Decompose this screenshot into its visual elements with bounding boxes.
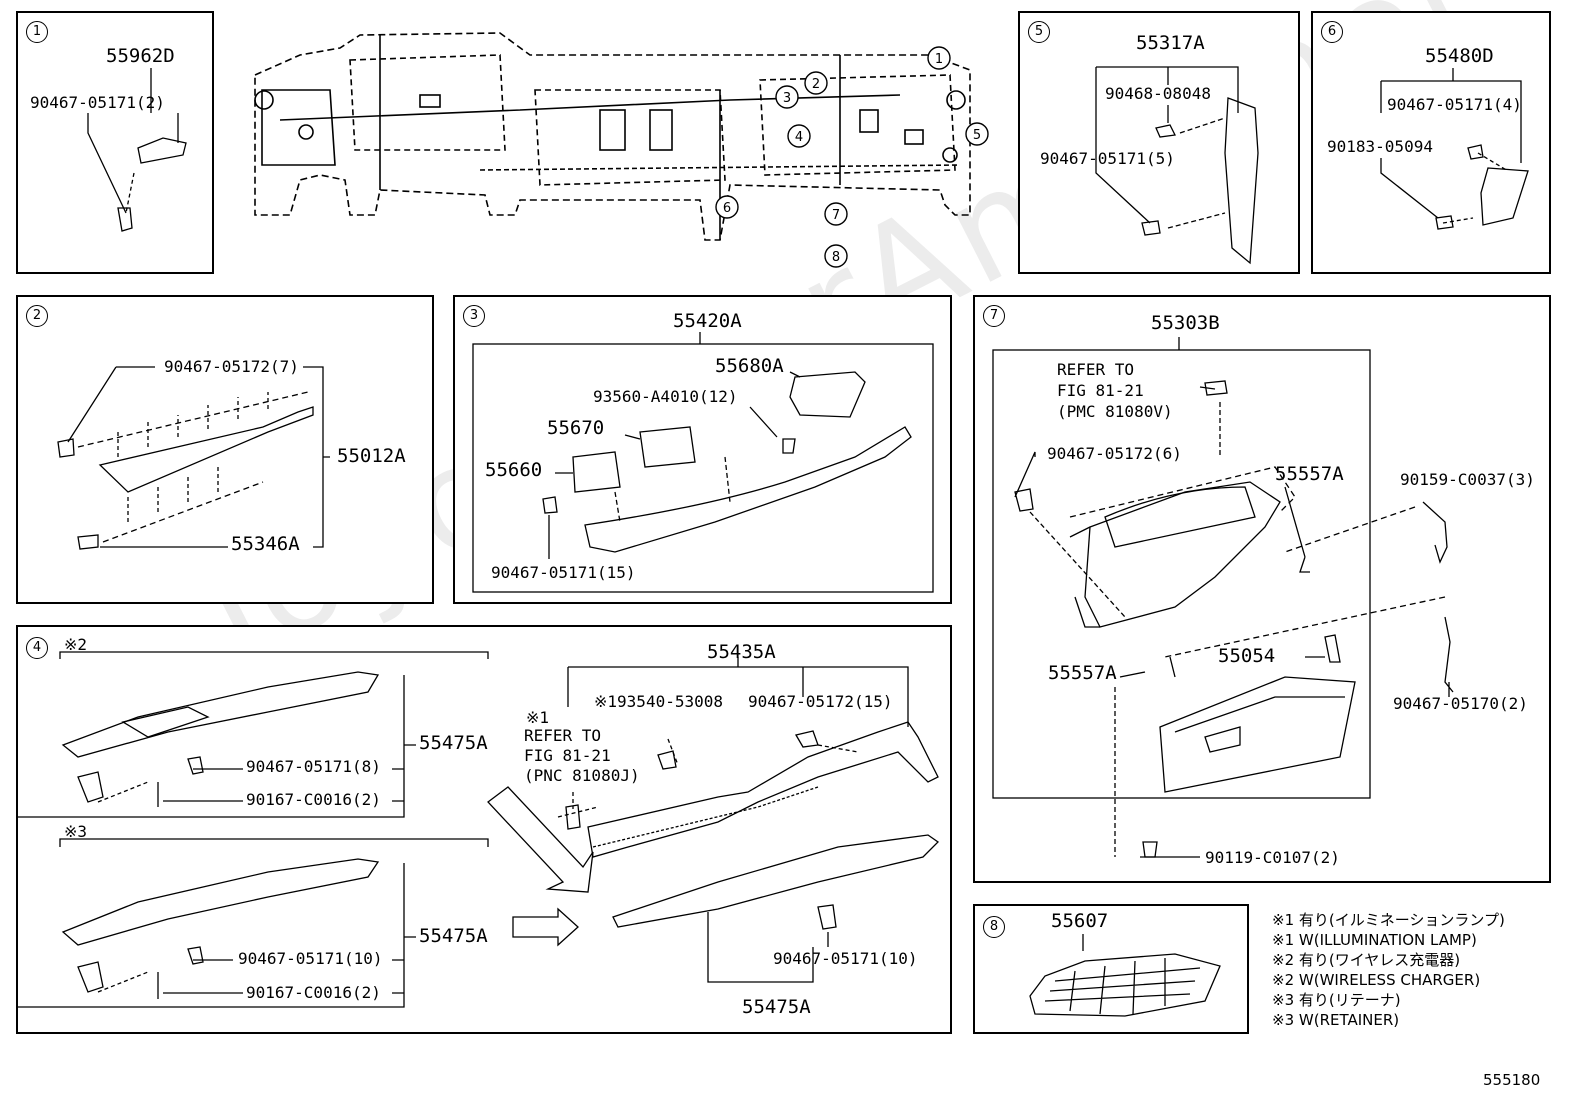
- assembly-label: 55420A: [673, 310, 742, 332]
- assembly-label: 55435A: [707, 641, 776, 663]
- part-label: 55317A: [1136, 32, 1205, 54]
- note-2: ※1 W(ILLUMINATION LAMP): [1272, 931, 1477, 949]
- clip-label-1: 93560-A4010(12): [593, 387, 738, 406]
- callout-1: 1: [935, 52, 943, 67]
- panel-3: 3 55420A 55680A 93560-A4010(12) 55670 55…: [453, 295, 952, 604]
- clip-label-5: ※193540-53008: [594, 692, 723, 711]
- part-label-3: 55475A: [742, 996, 811, 1018]
- panel-3-drawing: [472, 332, 934, 593]
- panel-2-drawing: [57, 366, 330, 550]
- part-label-3: 55054: [1218, 645, 1276, 667]
- note-6: ※3 W(RETAINER): [1272, 1011, 1400, 1029]
- panel-8: 8 55607: [973, 904, 1249, 1034]
- clip-label-2: 90467-05171(5): [1040, 149, 1175, 168]
- note-4: ※2 W(WIRELESS CHARGER): [1272, 971, 1481, 989]
- clip-label-3: 90467-05170(2): [1393, 694, 1528, 713]
- marker-2: ※2: [64, 635, 88, 654]
- refer-line-3: (PNC 81080J): [524, 766, 640, 785]
- part-label-3: 55660: [485, 459, 543, 481]
- panel-5-drawing: [1095, 66, 1259, 265]
- clip-label-1: 90467-05171(4): [1387, 95, 1522, 114]
- panel-7-drawing: [992, 337, 1454, 858]
- panel-8-drawing: [1029, 934, 1221, 1017]
- panel-number: 4: [26, 637, 48, 659]
- part-label-2: 55346A: [231, 533, 300, 555]
- note-3: ※2 有り(ワイヤレス充電器): [1272, 951, 1461, 969]
- marker-1: ※1: [526, 708, 550, 727]
- clip-label-4: 90167-C0016(2): [246, 983, 381, 1002]
- figure-code: 555180: [1483, 1071, 1541, 1089]
- panel-4: 4 ※2 ※3 55475A 90467-05171(8) 90167-C001…: [16, 625, 952, 1034]
- panel-number: 1: [26, 21, 48, 43]
- panel-6-drawing: [1380, 68, 1529, 230]
- part-label-1: 55475A: [419, 732, 488, 754]
- clip-label-1: 90467-05172(7): [164, 357, 299, 376]
- clip-label: 90467-05171(2): [30, 93, 165, 112]
- panel-number: 3: [463, 305, 485, 327]
- refer-line-2: FIG 81-21: [524, 746, 611, 765]
- callout-7: 7: [832, 208, 840, 223]
- part-label-1: 55557A: [1275, 463, 1344, 485]
- callout-2: 2: [812, 77, 820, 92]
- callout-4: 4: [795, 130, 803, 145]
- callout-3: 3: [783, 91, 791, 106]
- panel-number: 6: [1321, 21, 1343, 43]
- panel-number: 5: [1028, 21, 1050, 43]
- note-5: ※3 有り(リテーナ): [1272, 991, 1401, 1009]
- clip-label-1: 90467-05171(8): [246, 757, 381, 776]
- clip-label-1: 90467-05172(6): [1047, 444, 1182, 463]
- part-label: 55607: [1051, 910, 1109, 932]
- part-label-2: 55557A: [1048, 662, 1117, 684]
- part-label-2: 55670: [547, 417, 605, 439]
- clip-label-4: 90119-C0107(2): [1205, 848, 1340, 867]
- callout-8: 8: [832, 250, 840, 265]
- clip-label-2: 90467-05171(15): [491, 563, 636, 582]
- clip-label-3: 90467-05171(10): [238, 949, 383, 968]
- panel-number: 2: [26, 305, 48, 327]
- clip-label-2: 90167-C0016(2): [246, 790, 381, 809]
- part-label: 55012A: [337, 445, 406, 467]
- marker-3: ※3: [64, 822, 88, 841]
- note-1: ※1 有り(イルミネーションランプ): [1272, 911, 1505, 929]
- refer-line-2: FIG 81-21: [1057, 381, 1144, 400]
- refer-line-1: REFER TO: [524, 726, 602, 745]
- panel-7: 7 55303B REFER TO FIG 81-21 (PMC 81080V)…: [973, 295, 1551, 883]
- part-label: 55480D: [1425, 45, 1494, 67]
- refer-line-3: (PMC 81080V): [1057, 402, 1173, 421]
- panel-1: 1 55962D 90467-05171(2): [16, 11, 214, 274]
- clip-label-7: 90467-05171(10): [773, 949, 918, 968]
- callout-5: 5: [973, 128, 981, 143]
- clip-label-1: 90468-08048: [1105, 84, 1211, 103]
- panel-5: 5 55317A 90468-08048 90467-05171(5): [1018, 11, 1300, 274]
- panel-number: 7: [983, 305, 1005, 327]
- panel-number: 8: [983, 916, 1005, 938]
- part-label: 55962D: [106, 45, 175, 67]
- clip-label-2: 90183-05094: [1327, 137, 1433, 156]
- clip-label-6: 90467-05172(15): [748, 692, 893, 711]
- part-label-2: 55475A: [419, 925, 488, 947]
- panel-1-drawing: [87, 68, 187, 232]
- part-label-1: 55680A: [715, 355, 784, 377]
- panel-6: 6 55480D 90467-05171(4) 90183-05094: [1311, 11, 1551, 274]
- panel-2: 2 90467-05172(7) 55012A 55346A: [16, 295, 434, 604]
- clip-label-2: 90159-C0037(3): [1400, 470, 1535, 489]
- panel-4-drawing: [18, 651, 940, 1008]
- refer-line-1: REFER TO: [1057, 360, 1135, 379]
- callout-6: 6: [723, 201, 731, 216]
- assembly-label: 55303B: [1151, 312, 1220, 334]
